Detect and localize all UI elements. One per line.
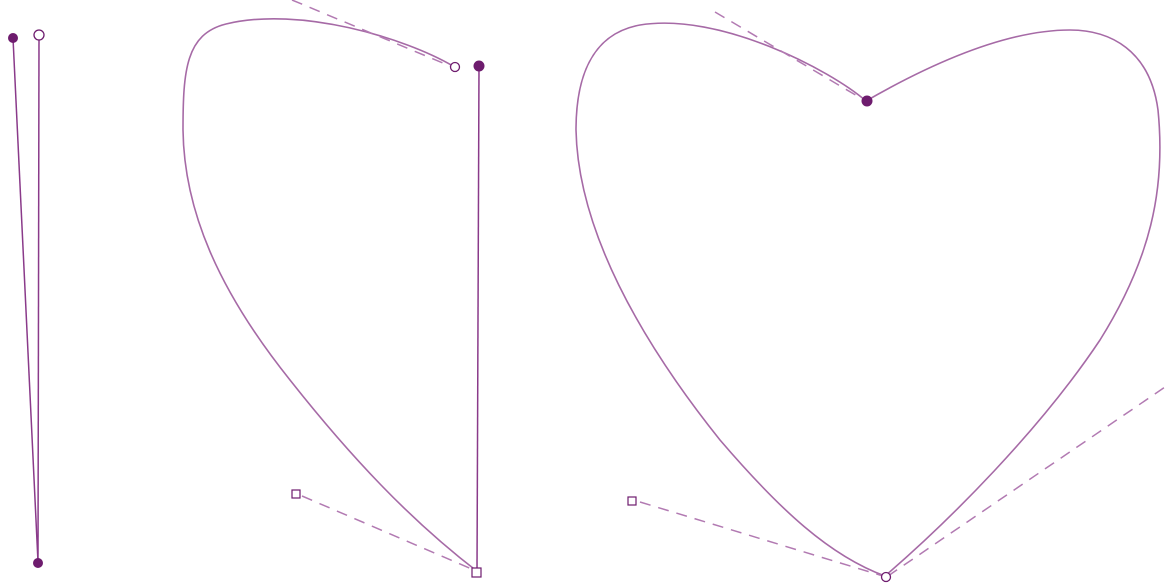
anchor-point-bottom[interactable] [34, 559, 43, 568]
half-heart-center-line [477, 66, 479, 572]
anchor-point-top-filled[interactable] [474, 61, 484, 71]
anchor-point-top-open[interactable] [451, 63, 460, 72]
control-point-bottom[interactable] [292, 490, 300, 498]
control-handle-bottom [302, 496, 474, 570]
segment-line-left [13, 38, 38, 562]
control-handle-top [292, 0, 450, 66]
anchor-point-heart-bottom[interactable] [882, 573, 891, 582]
control-handle-top-left [715, 12, 864, 100]
anchor-point-bottom-square[interactable] [472, 568, 481, 577]
anchor-point-heart-top[interactable] [862, 96, 872, 106]
panel-straight-segment [9, 30, 45, 568]
control-point-bottom-left[interactable] [628, 497, 636, 505]
anchor-point-top-left[interactable] [9, 34, 18, 43]
half-heart-curve [183, 19, 478, 572]
control-handle-bottom-left [640, 502, 883, 576]
control-handle-bottom-right [888, 385, 1168, 576]
anchor-point-top-right[interactable] [34, 30, 44, 40]
segment-line-right [38, 36, 39, 562]
panel-half-heart [183, 0, 484, 577]
panel-full-heart [576, 12, 1168, 582]
